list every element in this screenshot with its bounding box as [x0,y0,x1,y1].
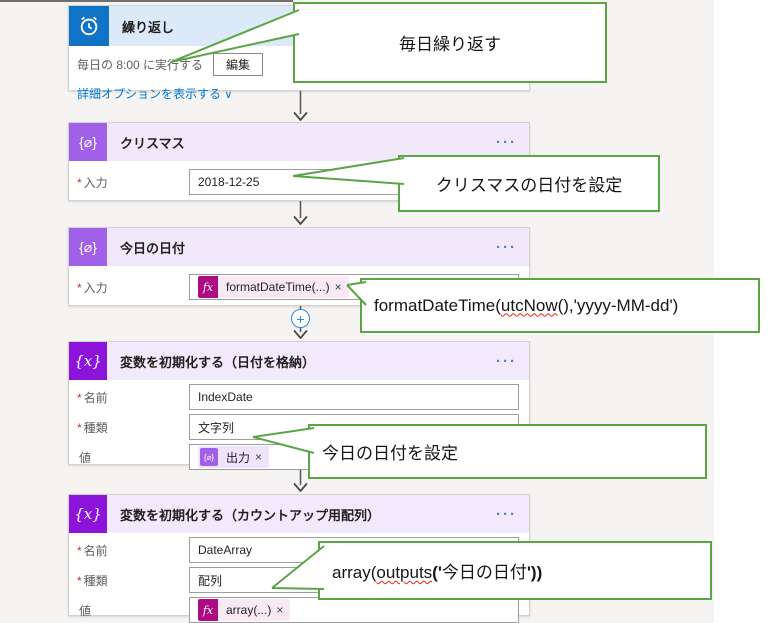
annotation-callout-recurrence: 毎日繰り返す [293,2,607,83]
annotation-callout-today: 今日の日付を設定 [308,424,707,479]
advanced-options-label: 詳細オプションを表示する [77,87,222,101]
variable-icon: {x} [69,342,107,380]
token-label: array(...) [226,603,272,617]
card-header[interactable]: {x} 変数を初期化する（日付を格納） ··· [69,342,529,380]
value-input-field[interactable]: fx array(...) × [189,597,519,623]
remove-token-icon[interactable]: × [334,280,342,294]
annotation-callout-formatdatetime: formatDateTime(utcNow(),'yyyy-MM-dd') [360,278,760,333]
insert-step-button[interactable]: + [291,309,310,328]
compose-icon: {⌀} [69,123,107,161]
more-options-button[interactable]: ··· [496,505,517,523]
schedule-summary: 毎日の 8:00 に実行する [77,58,204,72]
card-title: クリスマス [120,135,185,151]
input-value: DateArray [198,543,253,557]
field-label: *種類 [77,420,108,435]
callout-text: 今日の日付を設定 [322,444,458,463]
edit-button[interactable]: 編集 [213,53,264,76]
card-title: 繰り返し [122,19,175,35]
card-header[interactable]: {⌀} 今日の日付 ··· [69,228,529,266]
card-header[interactable]: {⌀} クリスマス ··· [69,123,529,161]
callout-text: クリスマスの日付を設定 [435,176,623,195]
required-asterisk: * [77,280,82,295]
token-label: 出力 [226,450,251,465]
compose-icon: {⌀} [69,228,107,266]
input-value: 2018-12-25 [198,175,260,189]
field-label: *名前 [77,543,108,558]
variable-icon: {x} [69,495,107,533]
annotation-callout-christmas: クリスマスの日付を設定 [398,155,660,212]
dropdown-value: 文字列 [198,420,235,435]
top-edge-divider [0,0,293,2]
callout-text: formatDateTime(utcNow(),'yyyy-MM-dd') [374,295,679,315]
callout-text: 毎日繰り返す [399,35,501,54]
required-asterisk: * [77,543,82,558]
dropdown-value: 配列 [198,573,223,588]
compose-token-icon: {⌀} [200,448,218,466]
name-input-field[interactable]: IndexDate [189,384,519,410]
output-token[interactable]: {⌀} 出力 × [198,446,270,468]
field-label: *名前 [77,390,108,405]
remove-token-icon[interactable]: × [276,603,284,617]
annotation-callout-array: array(outputs('今日の日付')) [318,541,712,600]
required-asterisk: * [77,390,82,405]
field-label: *入力 [77,280,108,295]
required-asterisk: * [77,175,82,190]
advanced-options-link[interactable]: 詳細オプションを表示する ∨ [77,85,529,102]
required-asterisk: * [77,573,82,588]
fx-icon: fx [198,599,218,621]
input-value: IndexDate [198,390,253,404]
fx-icon: fx [198,276,218,298]
field-label: *種類 [77,573,108,588]
field-label: 値 [79,450,92,465]
more-options-button[interactable]: ··· [496,133,517,151]
remove-token-icon[interactable]: × [255,450,263,464]
expression-token[interactable]: fx formatDateTime(...) × [198,276,349,298]
card-title: 変数を初期化する（カウントアップ用配列） [120,507,381,523]
expression-token[interactable]: fx array(...) × [198,599,291,621]
callout-text: array(outputs('今日の日付')) [332,563,543,582]
field-label: *入力 [77,175,108,190]
card-title: 変数を初期化する（日付を格納） [120,354,316,370]
chevron-down-icon: ∨ [224,89,233,101]
required-asterisk: * [77,420,82,435]
more-options-button[interactable]: ··· [496,352,517,370]
token-label: formatDateTime(...) [226,280,330,294]
recurrence-clock-icon [69,6,109,46]
card-header[interactable]: {x} 変数を初期化する（カウントアップ用配列） ··· [69,495,529,533]
field-label: 値 [79,603,92,618]
card-title: 今日の日付 [120,240,186,256]
more-options-button[interactable]: ··· [496,238,517,256]
